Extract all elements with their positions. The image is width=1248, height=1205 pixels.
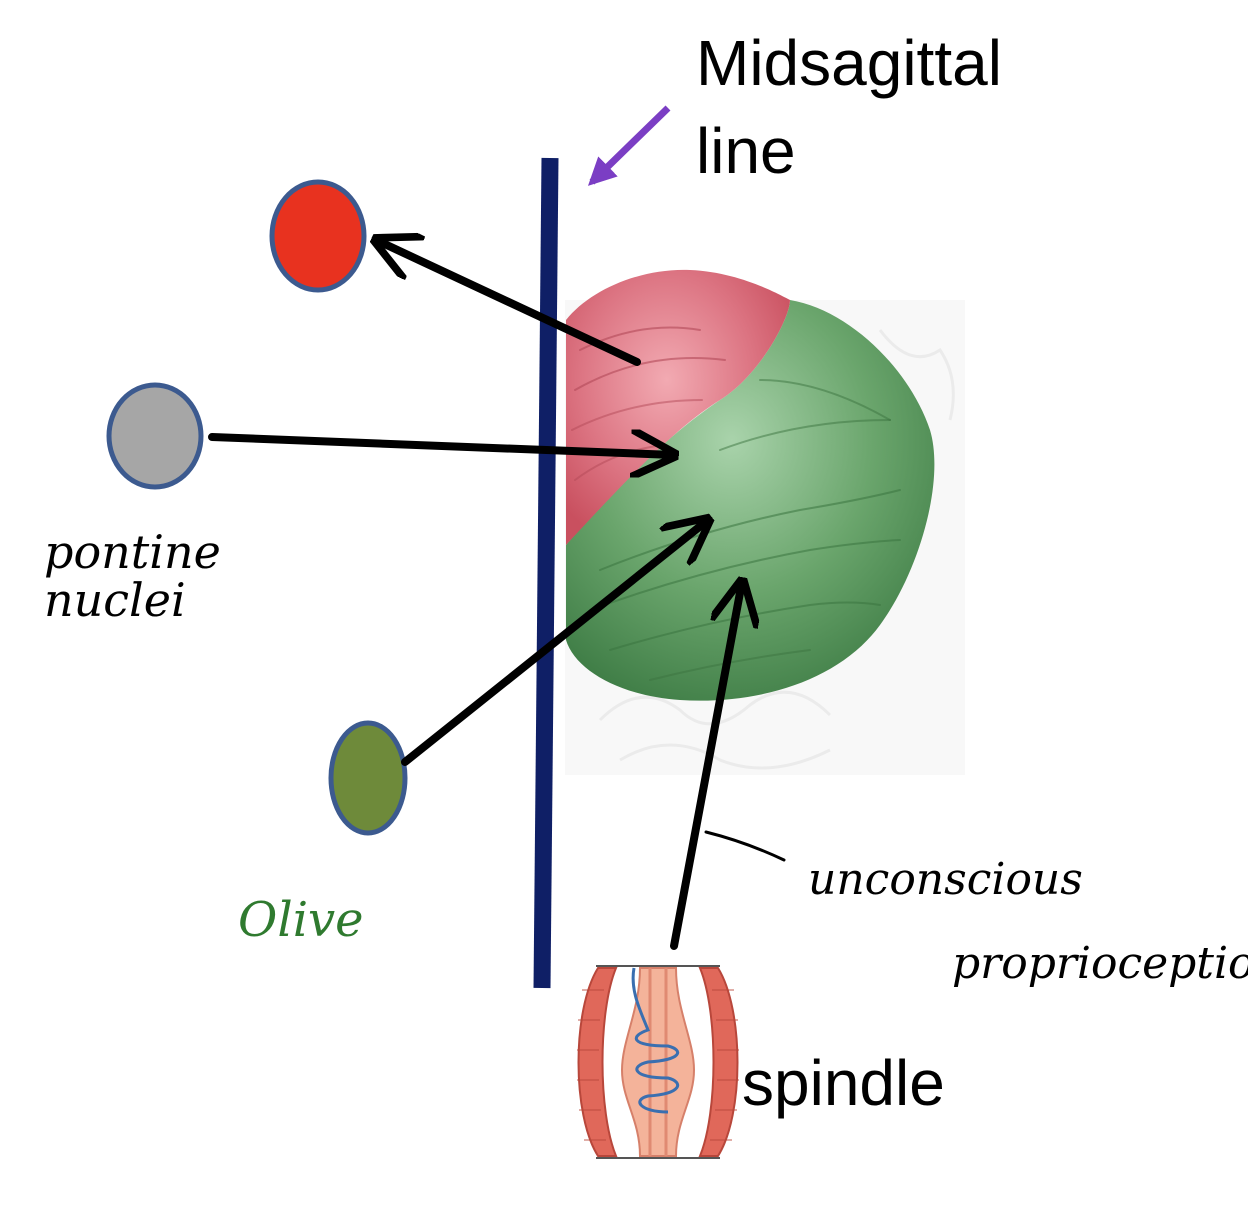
midline-pointer-arrow	[587, 105, 671, 186]
spindle-afferent-coil	[631, 967, 680, 1114]
pontine-nuclei-circle	[106, 382, 204, 490]
title-midsagittal: Midsagittal	[696, 27, 1002, 99]
pathway-arrows	[208, 240, 742, 950]
olive-label: Olive	[238, 892, 364, 948]
output-arrow	[376, 240, 641, 366]
cerebellum-green-lobe	[566, 300, 935, 701]
spindle-label: spindle	[742, 1047, 945, 1119]
callout-line	[704, 830, 786, 862]
pontine-arrow	[208, 437, 674, 455]
spindle-right-fiber	[698, 967, 739, 1157]
midsagittal-line	[533, 157, 559, 989]
proprioception-text: proprioception	[952, 937, 1248, 989]
cerebellum-pink-lobe	[566, 269, 790, 545]
muscle-spindle-illustration	[577, 965, 739, 1159]
unconscious-text: unconscious	[808, 854, 1083, 905]
red-nucleus-circle	[269, 179, 367, 293]
olive-circle	[328, 720, 408, 836]
spindle-arrow	[670, 582, 742, 950]
title-line: line	[696, 115, 796, 187]
pontine-nuclei-label: pontine nuclei	[44, 525, 221, 628]
unconscious-proprioception-label: unconscious proprioception	[808, 838, 1248, 1005]
spindle-left-fiber	[577, 967, 618, 1157]
olive-arrow	[401, 520, 708, 766]
